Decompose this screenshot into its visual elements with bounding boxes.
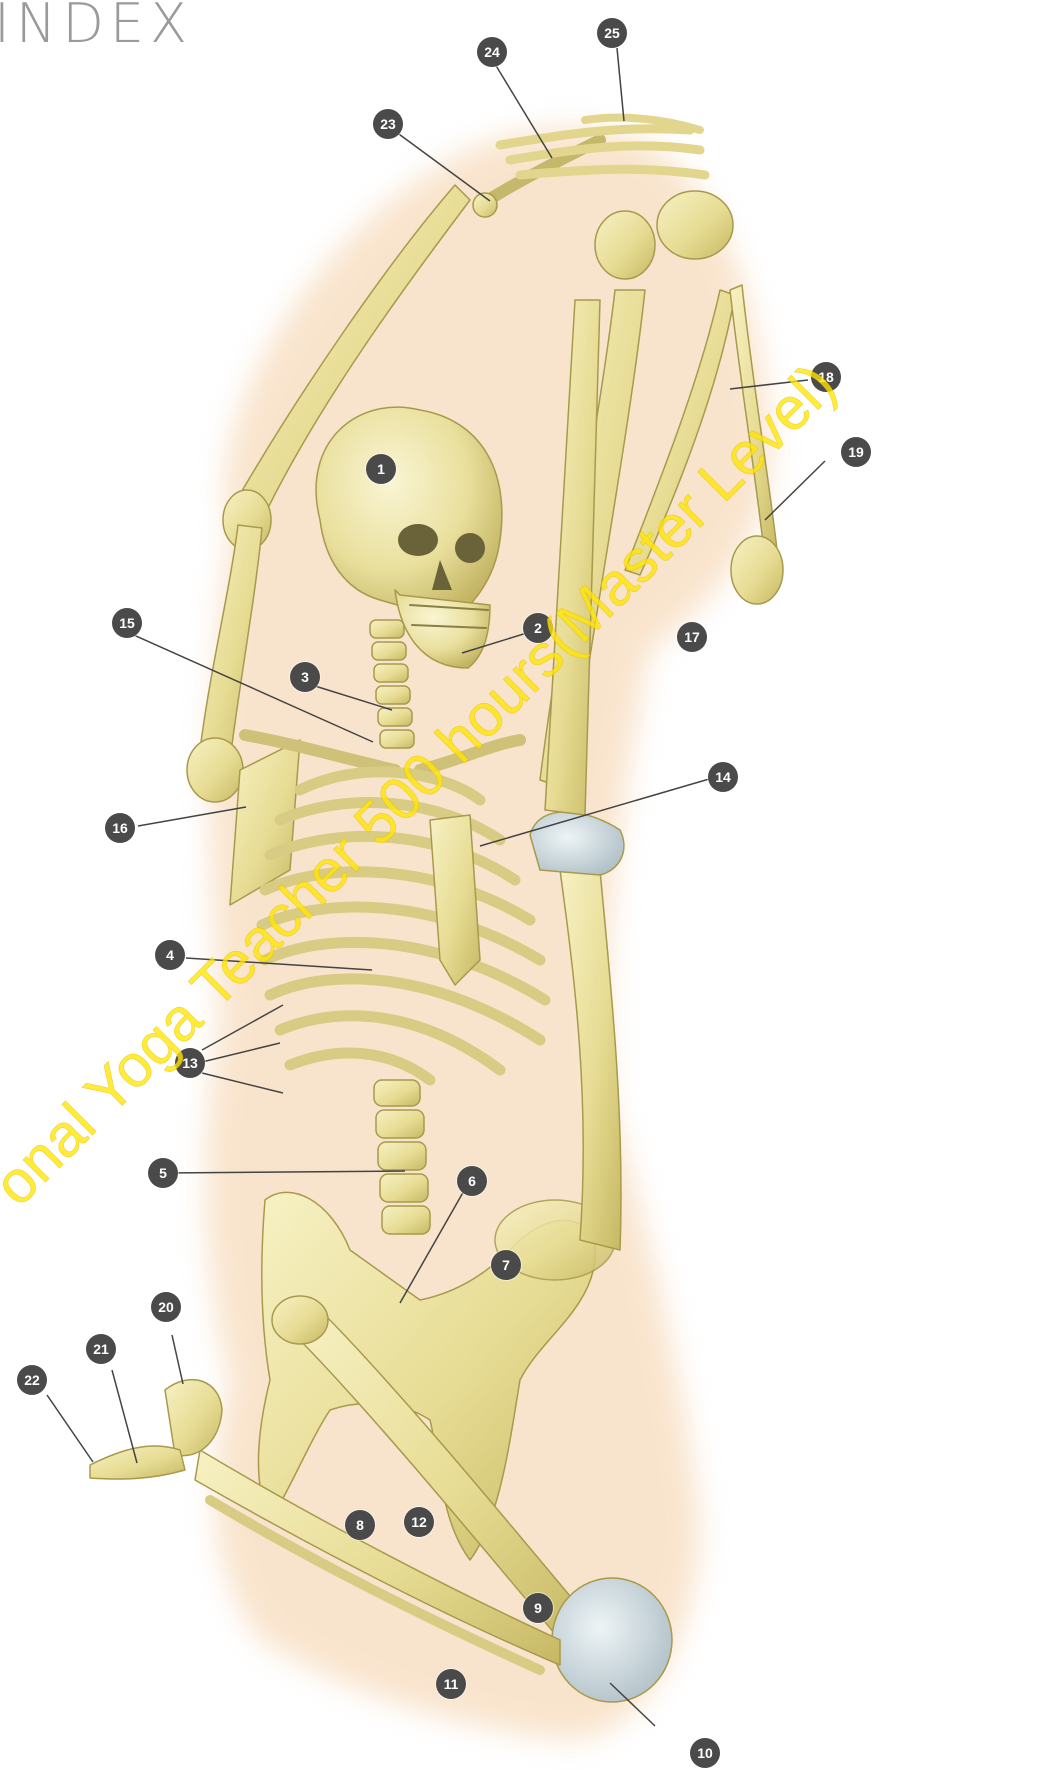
callout-12: 12 <box>404 1507 434 1537</box>
knee-kneeling <box>552 1578 672 1702</box>
callout-14: 14 <box>708 762 738 792</box>
callout-15: 15 <box>112 608 142 638</box>
orbit-left <box>398 524 438 556</box>
callout-25: 25 <box>597 18 627 48</box>
orbit-right <box>455 533 485 563</box>
calcaneus <box>165 1380 222 1456</box>
callout-24: 24 <box>477 37 507 67</box>
shoulder-left <box>187 738 243 802</box>
callout-10: 10 <box>690 1738 720 1768</box>
callout-13: 13 <box>175 1048 205 1078</box>
callout-11: 11 <box>436 1669 466 1699</box>
callout-3: 3 <box>290 662 320 692</box>
callout-19: 19 <box>841 437 871 467</box>
callout-17: 17 <box>677 622 707 652</box>
callout-7: 7 <box>491 1250 521 1280</box>
callout-21: 21 <box>86 1334 116 1364</box>
callout-8: 8 <box>345 1510 375 1540</box>
callout-20: 20 <box>151 1292 181 1322</box>
callout-9: 9 <box>523 1593 553 1623</box>
femur-head <box>272 1296 328 1344</box>
callout-5: 5 <box>148 1158 178 1188</box>
callout-4: 4 <box>155 940 185 970</box>
callout-22: 22 <box>17 1365 47 1395</box>
knuckle-ball <box>657 191 733 259</box>
callout-6: 6 <box>457 1166 487 1196</box>
callout-2: 2 <box>523 613 553 643</box>
callout-18: 18 <box>811 362 841 392</box>
callout-1: 1 <box>366 454 396 484</box>
elbow-right <box>731 536 783 604</box>
callout-16: 16 <box>105 813 135 843</box>
callout-23: 23 <box>373 109 403 139</box>
knuckle-ball-2 <box>595 211 655 279</box>
